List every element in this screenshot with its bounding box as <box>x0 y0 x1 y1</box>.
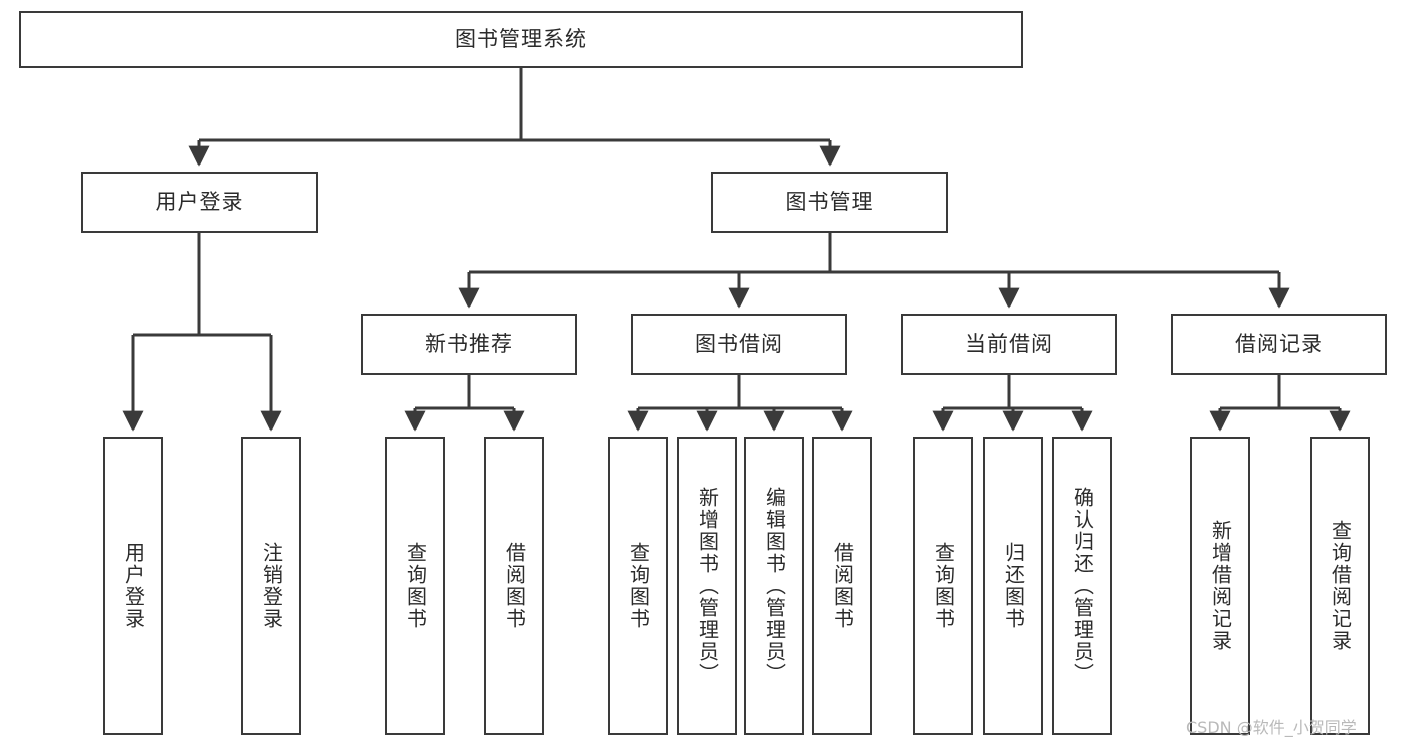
leaf-query-book-current-label: 查询图书 <box>931 542 956 630</box>
leaf-user-login-label: 用户登录 <box>121 542 146 630</box>
leaf-add-book-admin[interactable]: 新增图书（管理员） <box>677 437 737 735</box>
leaf-confirm-return-admin-label: 确认归还（管理员） <box>1070 487 1095 685</box>
leaf-query-borrow-record-label: 查询借阅记录 <box>1328 520 1353 652</box>
node-new-book-recommend-label: 新书推荐 <box>425 331 513 356</box>
leaf-add-book-admin-label: 新增图书（管理员） <box>695 487 720 685</box>
node-user-login[interactable]: 用户登录 <box>81 172 318 233</box>
node-root-label: 图书管理系统 <box>455 26 587 51</box>
leaf-borrow-book-newbooks[interactable]: 借阅图书 <box>484 437 544 735</box>
leaf-query-book-borrow-label: 查询图书 <box>626 542 651 630</box>
leaf-logout[interactable]: 注销登录 <box>241 437 301 735</box>
leaf-user-login[interactable]: 用户登录 <box>103 437 163 735</box>
csdn-watermark: CSDN @软件_小贺同学 <box>1186 718 1357 737</box>
leaf-edit-book-admin[interactable]: 编辑图书（管理员） <box>744 437 804 735</box>
leaf-logout-label: 注销登录 <box>259 542 284 630</box>
leaf-edit-book-admin-label: 编辑图书（管理员） <box>762 487 787 685</box>
node-book-borrow[interactable]: 图书借阅 <box>631 314 847 375</box>
leaf-return-book[interactable]: 归还图书 <box>983 437 1043 735</box>
node-book-management[interactable]: 图书管理 <box>711 172 948 233</box>
node-current-borrow[interactable]: 当前借阅 <box>901 314 1117 375</box>
node-book-borrow-label: 图书借阅 <box>695 331 783 356</box>
leaf-query-borrow-record[interactable]: 查询借阅记录 <box>1310 437 1370 735</box>
node-current-borrow-label: 当前借阅 <box>965 331 1053 356</box>
leaf-query-book-newbooks[interactable]: 查询图书 <box>385 437 445 735</box>
leaf-return-book-label: 归还图书 <box>1001 542 1026 630</box>
leaf-query-book-current[interactable]: 查询图书 <box>913 437 973 735</box>
leaf-add-borrow-record[interactable]: 新增借阅记录 <box>1190 437 1250 735</box>
node-borrow-records-label: 借阅记录 <box>1235 331 1323 356</box>
leaf-query-book-borrow[interactable]: 查询图书 <box>608 437 668 735</box>
node-root[interactable]: 图书管理系统 <box>19 11 1023 68</box>
leaf-borrow-book[interactable]: 借阅图书 <box>812 437 872 735</box>
leaf-add-borrow-record-label: 新增借阅记录 <box>1208 520 1233 652</box>
node-book-management-label: 图书管理 <box>785 189 874 214</box>
leaf-borrow-book-newbooks-label: 借阅图书 <box>502 542 527 630</box>
leaf-borrow-book-label: 借阅图书 <box>830 542 855 630</box>
node-new-book-recommend[interactable]: 新书推荐 <box>361 314 577 375</box>
leaf-confirm-return-admin[interactable]: 确认归还（管理员） <box>1052 437 1112 735</box>
node-user-login-label: 用户登录 <box>155 189 244 214</box>
node-borrow-records[interactable]: 借阅记录 <box>1171 314 1387 375</box>
leaf-query-book-newbooks-label: 查询图书 <box>403 542 428 630</box>
